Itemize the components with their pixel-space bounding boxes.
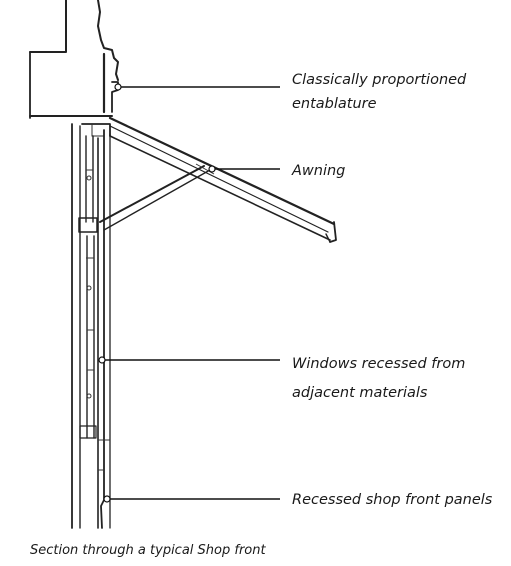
lower-wall [71,123,81,529]
label-awning: Awning [291,163,345,179]
annotation-leaders [98,83,280,503]
label-panels: Recessed shop front panels [292,492,493,508]
label-windows-line-1: Windows recessed from [292,356,465,372]
window-frame [78,135,98,439]
label-entablature-line-2: entablature [292,96,377,112]
figure-caption: Section through a typical Shop front [30,543,266,558]
leader-windows [98,356,280,364]
upper-wall [29,0,119,119]
building-section-drawing [29,0,337,529]
awning-drawing [99,116,337,243]
leader-awning [208,165,280,173]
annotation-labels: Classically proportioned entablature Awn… [291,72,493,508]
label-entablature-line-1: Classically proportioned [292,72,467,88]
leader-entablature [114,83,280,91]
leader-panels [103,495,280,503]
shop-front-face [97,129,111,529]
label-windows-line-2: adjacent materials [292,385,428,401]
entablature-drawing [29,52,119,137]
